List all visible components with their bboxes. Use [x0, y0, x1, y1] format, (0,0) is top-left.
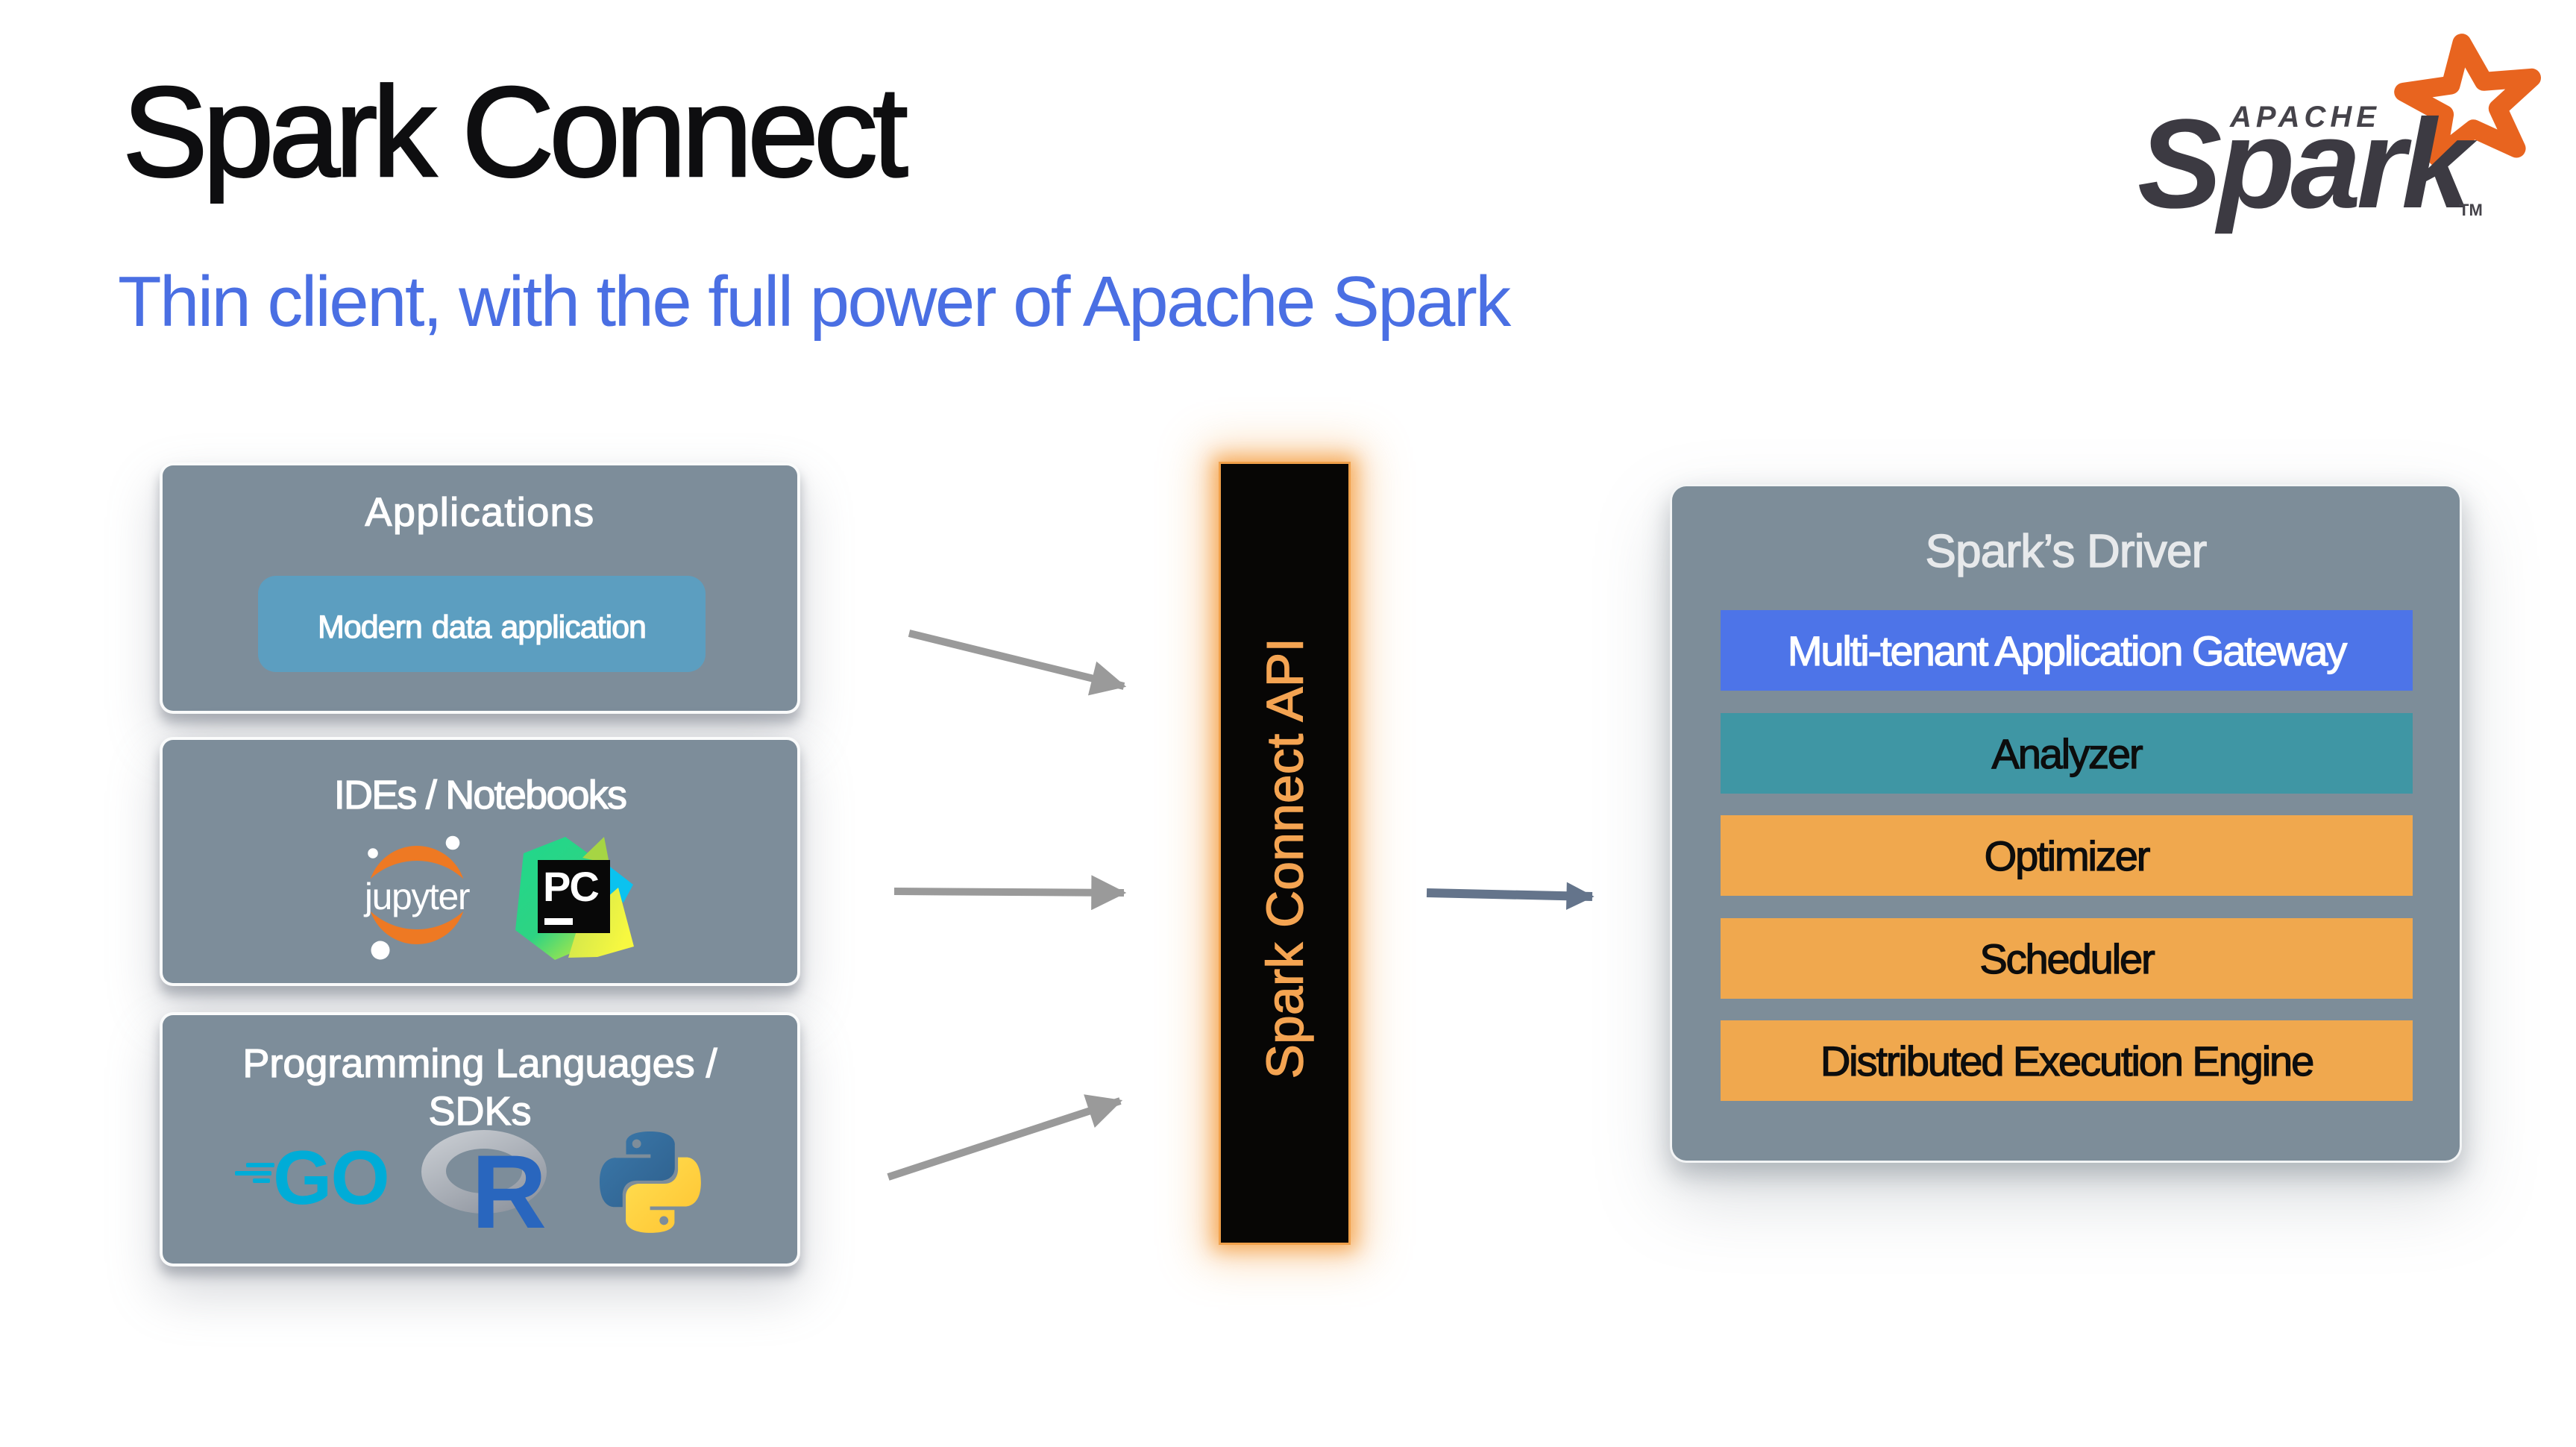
svg-text:GO: GO	[273, 1135, 389, 1220]
svg-text:jupyter: jupyter	[363, 876, 470, 917]
svg-text:R: R	[471, 1133, 547, 1250]
svg-text:PC: PC	[543, 863, 598, 910]
